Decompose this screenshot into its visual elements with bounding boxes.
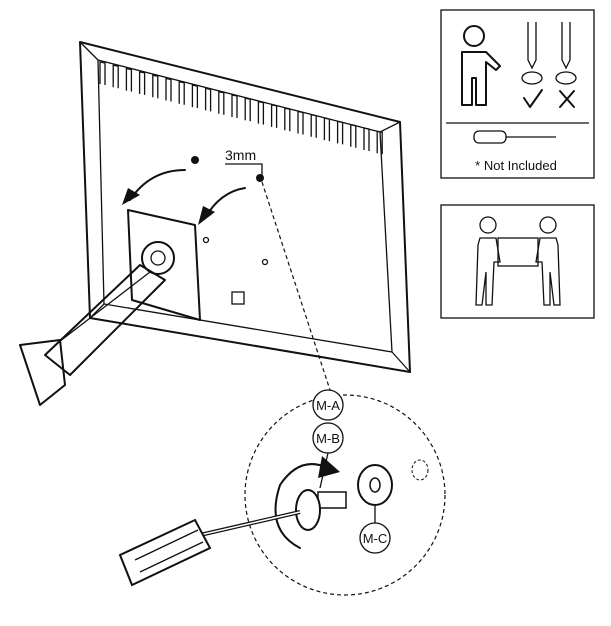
screwdriver-flat-icon [555,22,577,85]
vent-slot [284,107,291,132]
vent-slot [231,94,238,118]
vent-slots [99,61,383,155]
part-label-ma: M-A [312,389,344,421]
part-label-mc: M-C [359,522,391,554]
screwdriver-phillips-icon [521,22,543,85]
vent-slot [112,64,119,89]
vent-slot [297,110,304,135]
vent-slot [138,71,146,95]
rotate-arrow-icon [274,463,329,549]
screw-size-label: 3mm [225,147,256,163]
cross-icon [559,90,575,108]
vent-slot [191,84,199,109]
vent-slot [363,127,370,151]
screwdriver-icon [473,130,556,144]
vesa-plate [127,209,201,321]
vent-slot [165,77,172,102]
not-included-note: * Not Included [475,158,557,173]
vent-slot [218,90,225,115]
monitor-back [79,41,411,373]
vent-slot [270,104,278,128]
check-icon [523,89,543,108]
screw-hole-top-right [256,174,264,182]
vent-slot [178,81,185,105]
vent-slot [336,120,344,145]
monitor-arm [19,264,166,406]
vent-slot [204,87,212,112]
vent-slot [244,97,251,122]
screw-hole-top-left [191,156,199,164]
vent-slot [310,114,317,138]
part-label-mb: M-B [312,422,344,454]
screw-mb [295,489,347,531]
vent-slot [323,117,331,142]
svg-text:M-A: M-A [316,398,340,413]
two-person-lift-icon [475,216,561,306]
two-person-panel [440,204,595,319]
vent-slot [350,123,357,148]
vent-slot [152,74,159,99]
screwdriver-icon [118,510,301,587]
vent-slot [99,61,106,85]
vent-slot [376,130,383,155]
svg-text:M-B: M-B [316,431,340,446]
person-icon [461,25,501,106]
vent-slot [125,67,133,92]
tools-panel [440,9,595,179]
vent-slot [257,100,265,125]
svg-text:M-C: M-C [363,531,388,546]
washer-mc [357,464,393,506]
